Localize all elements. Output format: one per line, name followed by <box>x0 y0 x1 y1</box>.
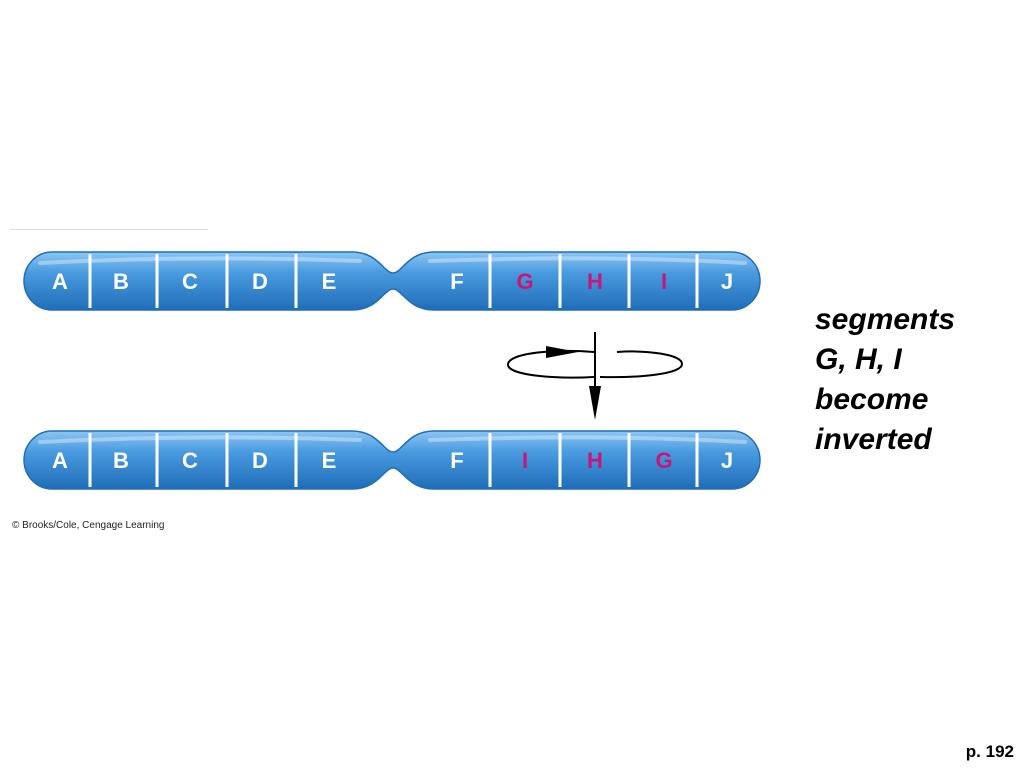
segment-label-i: I <box>661 269 667 294</box>
segment-label-d: D <box>252 448 268 473</box>
segment-label-i: I <box>522 448 528 473</box>
page-number: p. 192 <box>965 742 1014 761</box>
caption-line: become <box>815 383 929 416</box>
caption: segments G, H, I become inverted <box>815 300 955 460</box>
segment-label-f: F <box>450 269 463 294</box>
segment-label-c: C <box>182 269 198 294</box>
segment-label-d: D <box>252 269 268 294</box>
segment-label-h: H <box>587 269 603 294</box>
segment-label-g: G <box>516 269 533 294</box>
caption-line: G, H, I <box>815 343 902 376</box>
segment-label-h: H <box>587 448 603 473</box>
segment-label-a: A <box>52 448 68 473</box>
chromosome-sheen <box>38 435 747 444</box>
segment-label-j: J <box>721 448 733 473</box>
segment-label-e: E <box>322 269 337 294</box>
divider-line <box>10 229 208 230</box>
chromosome-body <box>23 251 761 311</box>
segment-label-g: G <box>655 448 672 473</box>
rotation-arrow-icon <box>507 332 684 420</box>
caption-line: segments <box>815 303 956 336</box>
chromosome-body <box>23 430 761 490</box>
segment-label-j: J <box>721 269 733 294</box>
segment-label-e: E <box>322 448 337 473</box>
copyright-credit: © Brooks/Cole, Cengage Learning <box>12 520 165 531</box>
segment-label-f: F <box>450 448 463 473</box>
chromosome-original: A B C D E F G H I J <box>23 251 761 311</box>
segment-label-b: B <box>113 448 129 473</box>
segment-label-a: A <box>52 269 68 294</box>
segment-label-b: B <box>113 269 129 294</box>
caption-line: inverted <box>815 423 932 456</box>
segment-label-c: C <box>182 448 198 473</box>
chromosome-sheen <box>38 256 747 265</box>
